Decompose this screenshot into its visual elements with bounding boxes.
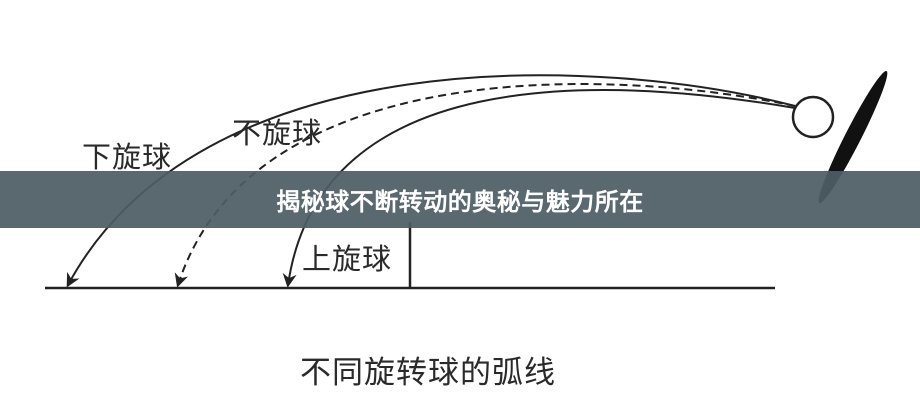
topspin-label: 上旋球 — [302, 242, 393, 276]
ball — [791, 95, 835, 139]
backspin-label: 下旋球 — [82, 140, 173, 174]
banner-title: 揭秘球不断转动的奥秘与魅力所在 — [276, 188, 644, 216]
title-banner: 揭秘球不断转动的奥秘与魅力所在 — [0, 171, 920, 228]
nospin-label: 不旋球 — [232, 116, 323, 150]
diagram-caption: 不同旋转球的弧线 — [300, 355, 556, 391]
paddle — [818, 70, 888, 204]
